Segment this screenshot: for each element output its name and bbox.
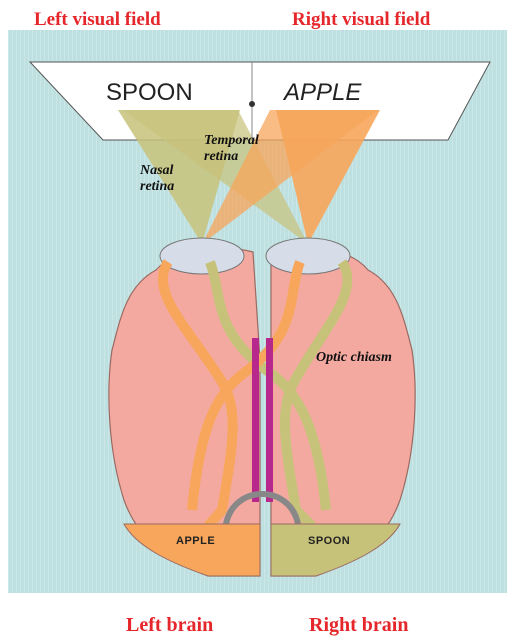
optic-chiasm-label: Optic chiasm (316, 350, 392, 365)
nasal-retina-label-2: retina (140, 179, 174, 194)
right-cortex-word: SPOON (308, 535, 350, 547)
split-brain-diagram: SPOON APPLE APPLE SPOON Temporal retina … (8, 30, 507, 593)
visual-field-board (30, 62, 490, 140)
board-word-right: APPLE (282, 79, 362, 106)
board-word-left: SPOON (106, 79, 193, 106)
fixation-point (249, 101, 255, 107)
left-visual-field-title: Left visual field (34, 9, 161, 31)
commissure-right-bar (266, 338, 273, 502)
temporal-retina-label-1: Temporal (204, 133, 259, 148)
commissure-left-bar (252, 338, 259, 502)
right-eye (266, 238, 350, 274)
left-brain-caption: Left brain (126, 614, 213, 637)
right-visual-field-title: Right visual field (292, 9, 430, 31)
temporal-retina-label-2: retina (204, 149, 238, 164)
nasal-retina-label-1: Nasal (139, 163, 174, 178)
left-cortex-word: APPLE (176, 535, 215, 547)
left-eye (160, 238, 244, 274)
right-brain-caption: Right brain (309, 614, 408, 637)
